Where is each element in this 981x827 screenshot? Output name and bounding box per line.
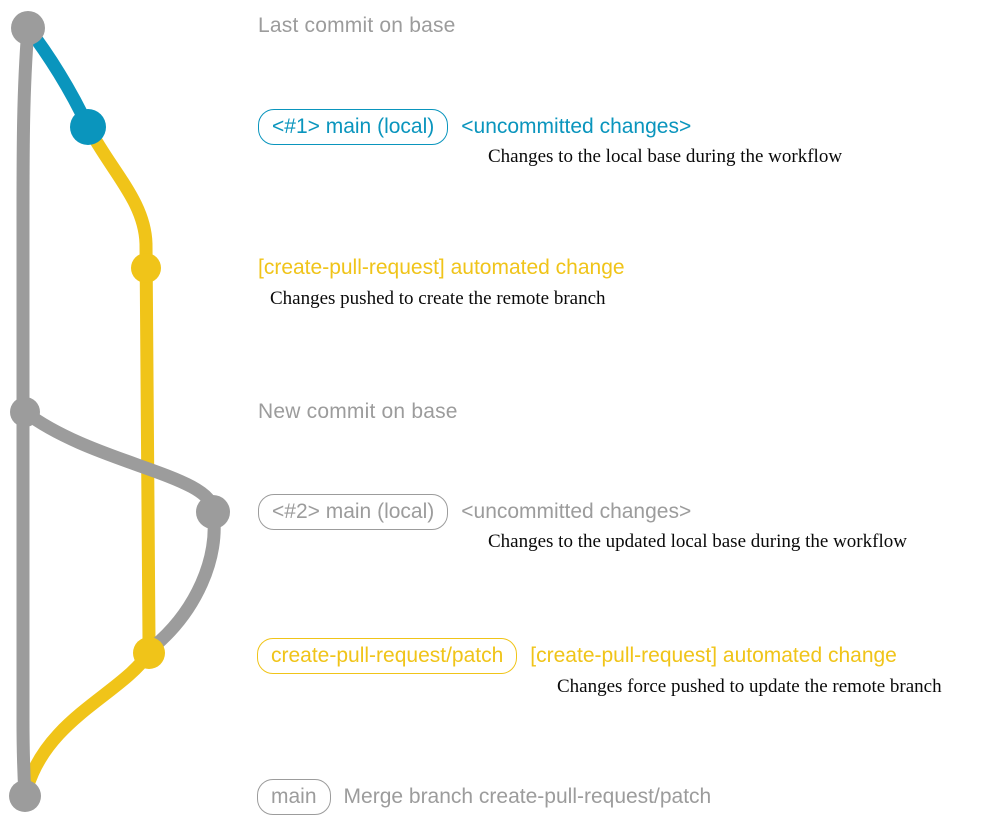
commit-dot-local-main-2: [196, 495, 230, 529]
commit-message: [create-pull-request] automated change: [530, 644, 897, 667]
annotation-new-commit: New commit on base: [258, 400, 458, 424]
branch-badge-main-local-2: <#2> main (local): [258, 494, 449, 530]
commit-message: [create-pull-request] automated change: [258, 256, 625, 279]
branch-badge-main-local-1: <#1> main (local): [258, 109, 449, 145]
commit-message: Merge branch create-pull-request/patch: [343, 785, 712, 808]
annotation-last-commit: Last commit on base: [258, 14, 456, 38]
commit-message: <uncommitted changes>: [461, 500, 692, 523]
branch-badge-patch: create-pull-request/patch: [257, 638, 518, 674]
commit-dot-new-base: [10, 397, 40, 427]
commit-message: <uncommitted changes>: [461, 115, 692, 138]
commit-caption: Changes to the updated local base during…: [488, 531, 907, 552]
commit-row-automated-1: [create-pull-request] automated change: [258, 256, 625, 280]
commit-row-automated-2: create-pull-request/patch [create-pull-r…: [257, 638, 897, 674]
annotation-text: New commit on base: [258, 400, 458, 423]
updated-base-branch-line: [18, 405, 221, 655]
commit-dot-merge: [9, 780, 41, 812]
commit-caption: Changes pushed to create the remote bran…: [270, 288, 606, 309]
commit-dot-automated-1: [131, 253, 161, 283]
commit-row-merge: main Merge branch create-pull-request/pa…: [257, 779, 711, 815]
commit-caption: Changes to the local base during the wor…: [488, 146, 843, 167]
commit-caption: Changes force pushed to update the remot…: [557, 676, 942, 697]
commit-dot-last-base: [11, 11, 45, 45]
commit-row-local-main-1: <#1> main (local) <uncommitted changes>: [258, 109, 691, 145]
commit-row-local-main-2: <#2> main (local) <uncommitted changes>: [258, 494, 691, 530]
branch-badge-main: main: [257, 779, 331, 815]
base-branch-line: [16, 21, 35, 802]
commit-dot-local-main-1: [70, 109, 106, 145]
annotation-text: Last commit on base: [258, 14, 456, 37]
commit-dot-automated-2: [133, 637, 165, 669]
